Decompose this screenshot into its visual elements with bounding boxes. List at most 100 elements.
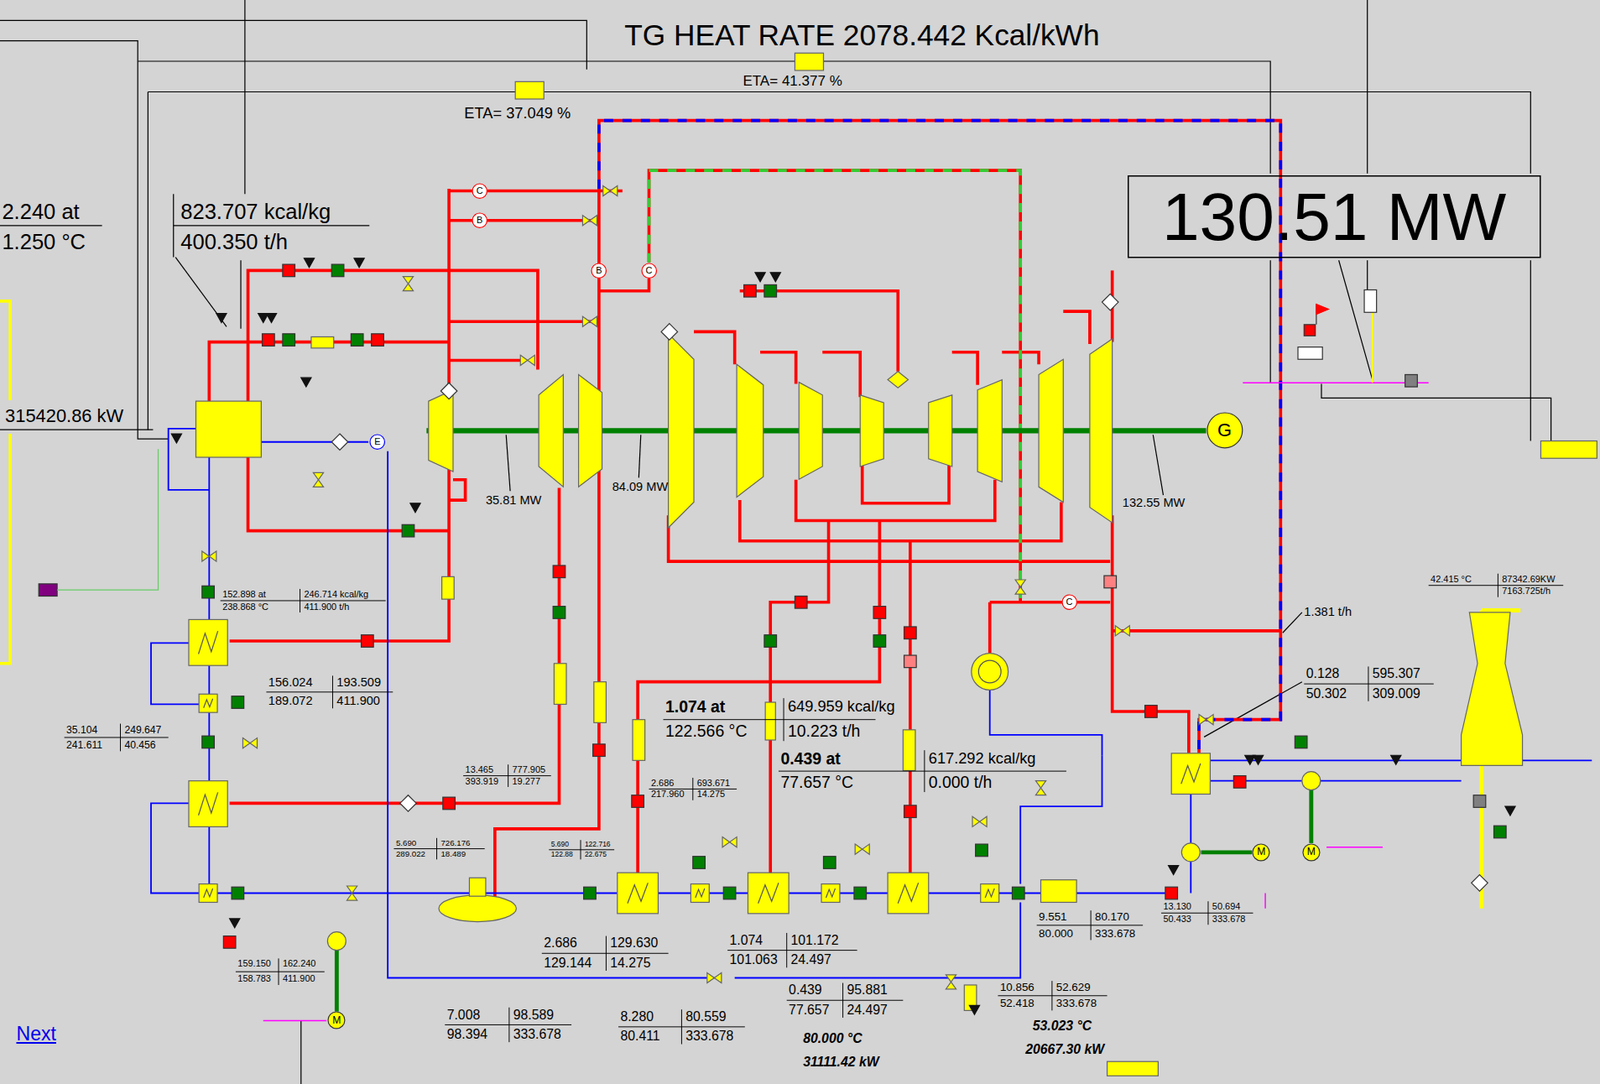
value-label: ETA= 41.377 % <box>742 73 842 89</box>
water-line <box>1020 755 1102 884</box>
value-label: 132.55 MW <box>1122 496 1186 510</box>
value-label: 80.000 °C <box>802 1031 862 1046</box>
steam-pipe <box>908 541 913 873</box>
value-label: 80.559 <box>685 1010 726 1024</box>
line-marker <box>794 595 808 609</box>
value-label: 0.128 <box>1306 667 1340 681</box>
line-marker <box>202 735 215 749</box>
turbine-stage <box>1089 338 1113 523</box>
steam-pipe <box>760 352 797 385</box>
value-label: 411.900 t/h <box>303 602 350 612</box>
valve <box>202 551 217 562</box>
node-text: M <box>1256 846 1266 857</box>
heater <box>980 884 1000 903</box>
heater <box>821 884 840 903</box>
value-label: 241.611 <box>66 740 103 751</box>
circle-outline <box>328 1011 345 1029</box>
turbine-stage <box>578 374 603 487</box>
steam-pipe <box>229 488 560 804</box>
value-label: 617.292 kcal/kg <box>928 750 1037 767</box>
value-label: 10.856 <box>1000 981 1035 993</box>
line-marker <box>873 635 886 648</box>
electric-line <box>263 1020 327 1022</box>
value-label: 393.919 <box>465 776 500 787</box>
actuator <box>171 433 182 443</box>
value-label: 5.690 <box>551 840 569 849</box>
table-rule <box>220 599 386 601</box>
control-line <box>239 260 241 329</box>
steam-pipe <box>208 342 449 402</box>
line-marker <box>975 844 989 857</box>
table-rule <box>64 736 169 738</box>
value-label: 80.170 <box>1094 911 1130 923</box>
table-rule <box>923 750 925 793</box>
connector-circle: C <box>1061 594 1078 610</box>
connector-circle: E <box>369 433 386 450</box>
actuator <box>1391 755 1402 765</box>
table-rule <box>299 588 301 613</box>
line-marker <box>552 565 566 579</box>
value-label: 1.074 <box>729 933 764 948</box>
value-label: 98.394 <box>447 1027 488 1042</box>
table-rule <box>663 719 876 720</box>
instrument-box <box>1041 880 1078 903</box>
valve <box>582 215 597 226</box>
value-label: 19.277 <box>512 776 541 787</box>
circle-outline <box>370 434 385 449</box>
heater-coil <box>758 882 779 903</box>
value-label: 333.678 <box>1056 997 1097 1009</box>
control-line <box>173 224 371 226</box>
line-marker <box>1233 776 1246 789</box>
table-rule <box>1428 584 1564 586</box>
value-label: 1.250 °C <box>1 231 86 254</box>
line-marker <box>1473 795 1486 808</box>
steam-pipe <box>952 352 978 386</box>
value-label: 84.09 MW <box>612 480 668 494</box>
title-text: TG HEAT RATE 2078.442 Kcal/kWh <box>624 20 1100 50</box>
value-label: 693.671 <box>697 778 731 788</box>
instrument-box <box>594 682 607 724</box>
line-marker <box>823 856 836 870</box>
value-label: 333.678 <box>513 1027 562 1042</box>
value-label: 7163.725t/h <box>1501 586 1551 596</box>
actuator <box>216 312 227 323</box>
value-label: 2.240 at <box>1 201 79 224</box>
value-label: 31111.42 kW <box>802 1055 879 1069</box>
pump-shaft <box>1200 849 1252 855</box>
heater-coil <box>627 882 648 903</box>
control-line <box>505 434 511 491</box>
electric-line <box>1264 893 1266 909</box>
table-rule <box>783 698 785 741</box>
value-label: 122.566 °C <box>665 723 747 740</box>
instrument-box <box>1107 1061 1159 1076</box>
circle-outline <box>472 183 487 199</box>
control-line <box>1530 260 1532 441</box>
pump-motor: M <box>1251 843 1271 862</box>
actuator <box>410 503 421 513</box>
indicator-box <box>1364 290 1377 313</box>
value-label: 50.694 <box>1212 901 1241 912</box>
panel-edge <box>0 301 11 401</box>
table-rule <box>786 932 787 968</box>
circle-outline <box>1207 412 1243 449</box>
steam-pipe <box>693 331 735 365</box>
heater-coil <box>985 888 995 898</box>
pump-shaft <box>1308 790 1314 844</box>
value-label: 8.280 <box>620 1010 654 1024</box>
water-line <box>928 892 981 895</box>
value-label: 10.223 t/h <box>787 723 860 740</box>
control-line <box>147 91 149 430</box>
line-marker <box>223 936 236 949</box>
heater <box>617 872 659 914</box>
water-line <box>208 826 210 884</box>
node-text: B <box>476 215 483 225</box>
line-marker <box>552 606 566 620</box>
line-marker <box>1494 825 1507 839</box>
table-rule <box>1161 912 1253 914</box>
value-label: 249.647 <box>124 724 162 735</box>
instrument-box <box>794 52 824 71</box>
pump-shaft <box>334 950 339 1012</box>
value-label: 0.439 <box>788 983 823 997</box>
steam-pipe <box>448 218 600 223</box>
